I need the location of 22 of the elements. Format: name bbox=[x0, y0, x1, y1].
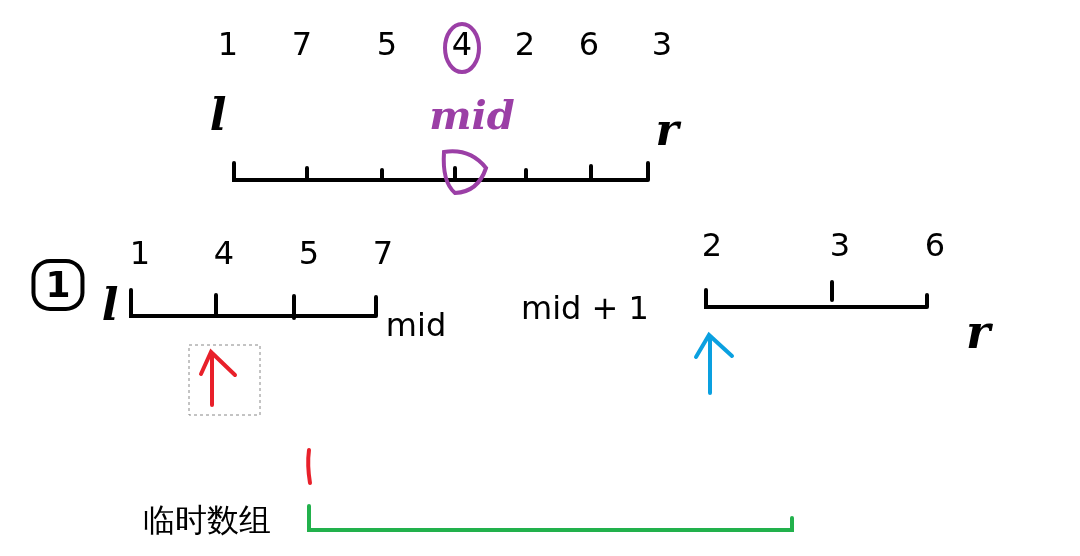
number-label: 3 bbox=[651, 28, 673, 60]
number-label: 3 bbox=[829, 229, 851, 261]
number-label: 4 bbox=[451, 28, 473, 60]
pointer-label: mid bbox=[385, 309, 447, 341]
number-label: 7 bbox=[372, 237, 394, 269]
handwritten-letter: l bbox=[101, 283, 119, 327]
number-label: 1 bbox=[129, 237, 151, 269]
number-label: 5 bbox=[376, 28, 398, 60]
number-label: 7 bbox=[291, 28, 313, 60]
number-label: 6 bbox=[578, 28, 600, 60]
number-label: 1 bbox=[217, 28, 239, 60]
array-label: 临时数组 bbox=[143, 504, 271, 536]
handwritten-letter: r bbox=[965, 309, 991, 355]
number-label: 2 bbox=[514, 28, 536, 60]
circled-number: 1 bbox=[31, 259, 85, 311]
number-label: 4 bbox=[213, 237, 235, 269]
handwritten-letter: l bbox=[209, 93, 227, 137]
number-label: 6 bbox=[924, 229, 946, 261]
pointer-label: mid + 1 bbox=[521, 292, 649, 324]
handwritten-word: mid bbox=[429, 95, 515, 135]
number-label: 2 bbox=[701, 229, 723, 261]
number-label: 5 bbox=[298, 237, 320, 269]
